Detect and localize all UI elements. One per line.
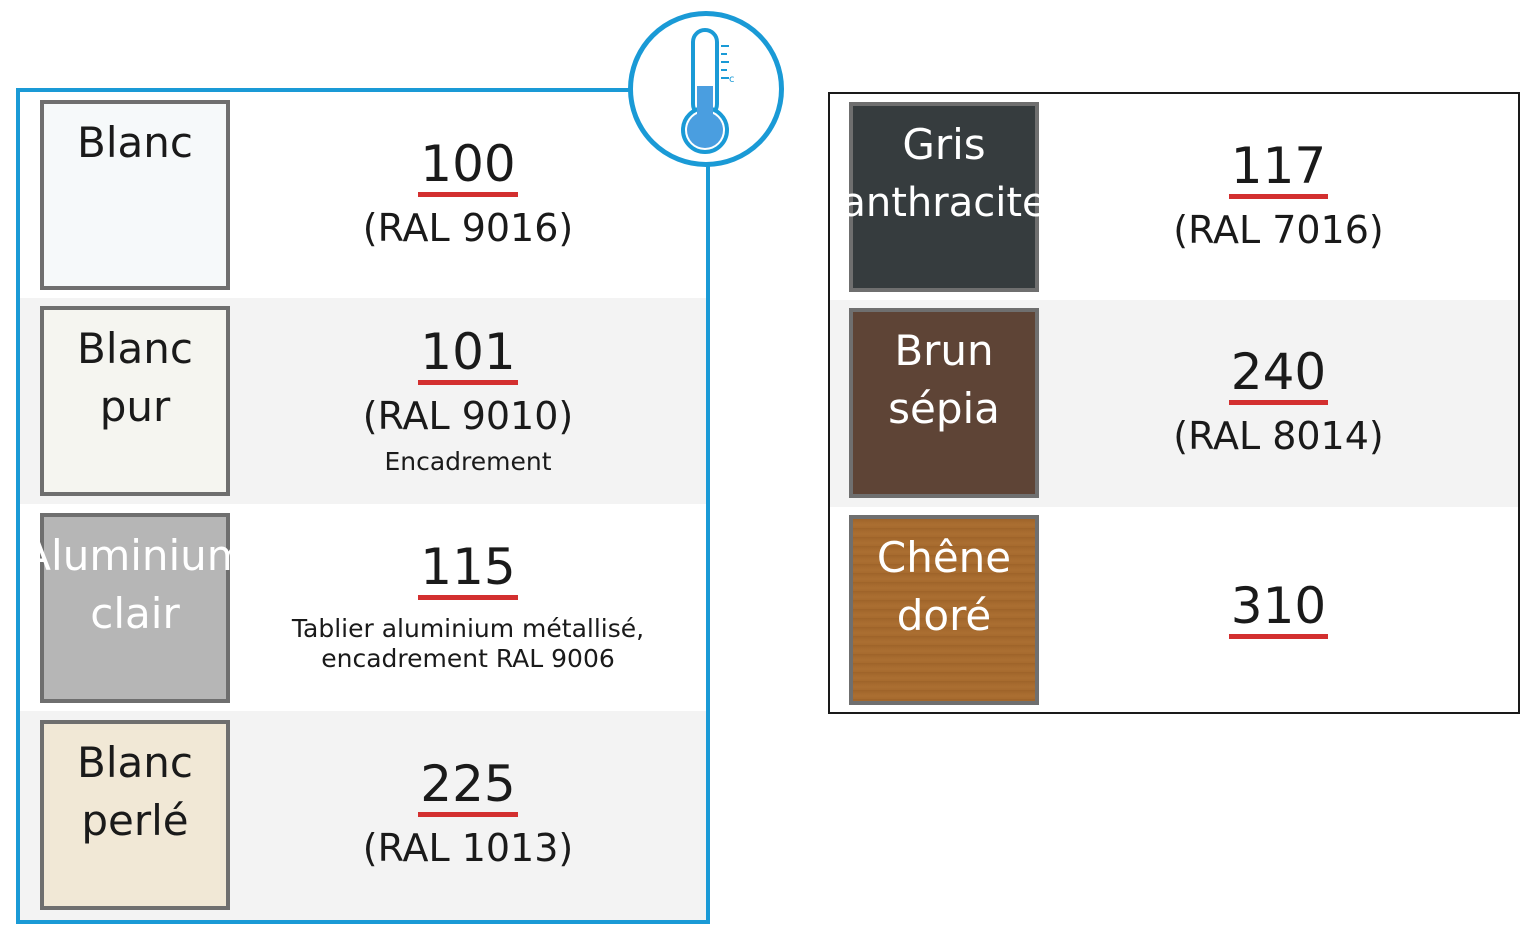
color-code: 100 <box>418 138 518 197</box>
ral-reference: (RAL 1013) <box>362 826 574 870</box>
color-code: 310 <box>1228 580 1329 639</box>
swatch-label: Chêne <box>876 533 1012 582</box>
thermal-badge: c <box>628 11 784 167</box>
color-code: 101 <box>418 326 518 385</box>
color-info: 115 Tablier aluminium métallisé, encadre… <box>230 504 706 711</box>
color-code: 115 <box>418 541 518 600</box>
swatch-label: doré <box>896 591 992 640</box>
thermometer-icon: c <box>681 28 735 154</box>
ral-reference: (RAL 7016) <box>1173 207 1384 252</box>
swatch-gris-anthracite[interactable]: Gris anthracite <box>841 102 1047 292</box>
swatch-blanc-pur[interactable]: Blanc pur <box>40 306 230 496</box>
ral-reference: (RAL 8014) <box>1173 414 1384 458</box>
color-info: 100 (RAL 9016) <box>230 92 706 298</box>
swatch-label: Blanc <box>77 324 193 373</box>
color-info: 117 (RAL 7016) <box>1039 94 1518 300</box>
swatch-label: Gris <box>902 120 986 169</box>
color-info: 310 <box>1039 507 1518 712</box>
color-note: Tablier aluminium métallisé, <box>291 614 645 643</box>
color-info: 240 (RAL 8014) <box>1039 300 1518 507</box>
swatch-label: perlé <box>81 796 189 845</box>
color-info: 225 (RAL 1013) <box>230 711 706 920</box>
swatch-label: sépia <box>888 384 1000 433</box>
swatch-label: Aluminium <box>22 531 248 580</box>
right-color-panel: Gris anthracite 117 (RAL 7016) Brun sépi… <box>828 92 1520 714</box>
swatch-label: Brun <box>894 326 994 375</box>
swatch-label: Blanc <box>77 738 193 787</box>
color-note: Encadrement <box>384 446 552 476</box>
swatch-label: pur <box>99 382 171 431</box>
swatch-blanc-perle[interactable]: Blanc perlé <box>40 720 230 910</box>
color-code: 117 <box>1228 140 1329 199</box>
color-info: 101 (RAL 9010) Encadrement <box>230 298 706 504</box>
swatch-chene-dore[interactable]: Chêne doré <box>849 515 1039 705</box>
color-row-225: Blanc perlé 225 (RAL 1013) <box>20 711 706 920</box>
unit-label: c <box>729 74 735 85</box>
swatch-label: clair <box>90 589 180 638</box>
left-color-panel: Blanc 100 (RAL 9016) Blanc pur 101 (RAL … <box>16 88 710 924</box>
swatch-brun-sepia[interactable]: Brun sépia <box>849 308 1039 498</box>
color-row-240: Brun sépia 240 (RAL 8014) <box>830 300 1518 507</box>
color-row-117: Gris anthracite 117 (RAL 7016) <box>830 94 1518 300</box>
color-row-100: Blanc 100 (RAL 9016) <box>20 92 706 298</box>
swatch-label: anthracite <box>841 180 1047 226</box>
color-row-115: Aluminium clair 115 Tablier aluminium mé… <box>20 504 706 711</box>
ral-reference: (RAL 9016) <box>362 205 574 250</box>
swatch-label: Blanc <box>77 118 193 167</box>
color-note: encadrement RAL 9006 <box>321 644 615 673</box>
color-code: 225 <box>418 758 518 817</box>
swatch-aluminium-clair[interactable]: Aluminium clair <box>22 513 248 703</box>
ral-reference: (RAL 9010) <box>362 393 574 438</box>
swatch-blanc[interactable]: Blanc <box>40 100 230 290</box>
color-row-101: Blanc pur 101 (RAL 9010) Encadrement <box>20 298 706 504</box>
color-row-310: Chêne doré 310 <box>830 507 1518 712</box>
color-code: 240 <box>1228 346 1329 405</box>
